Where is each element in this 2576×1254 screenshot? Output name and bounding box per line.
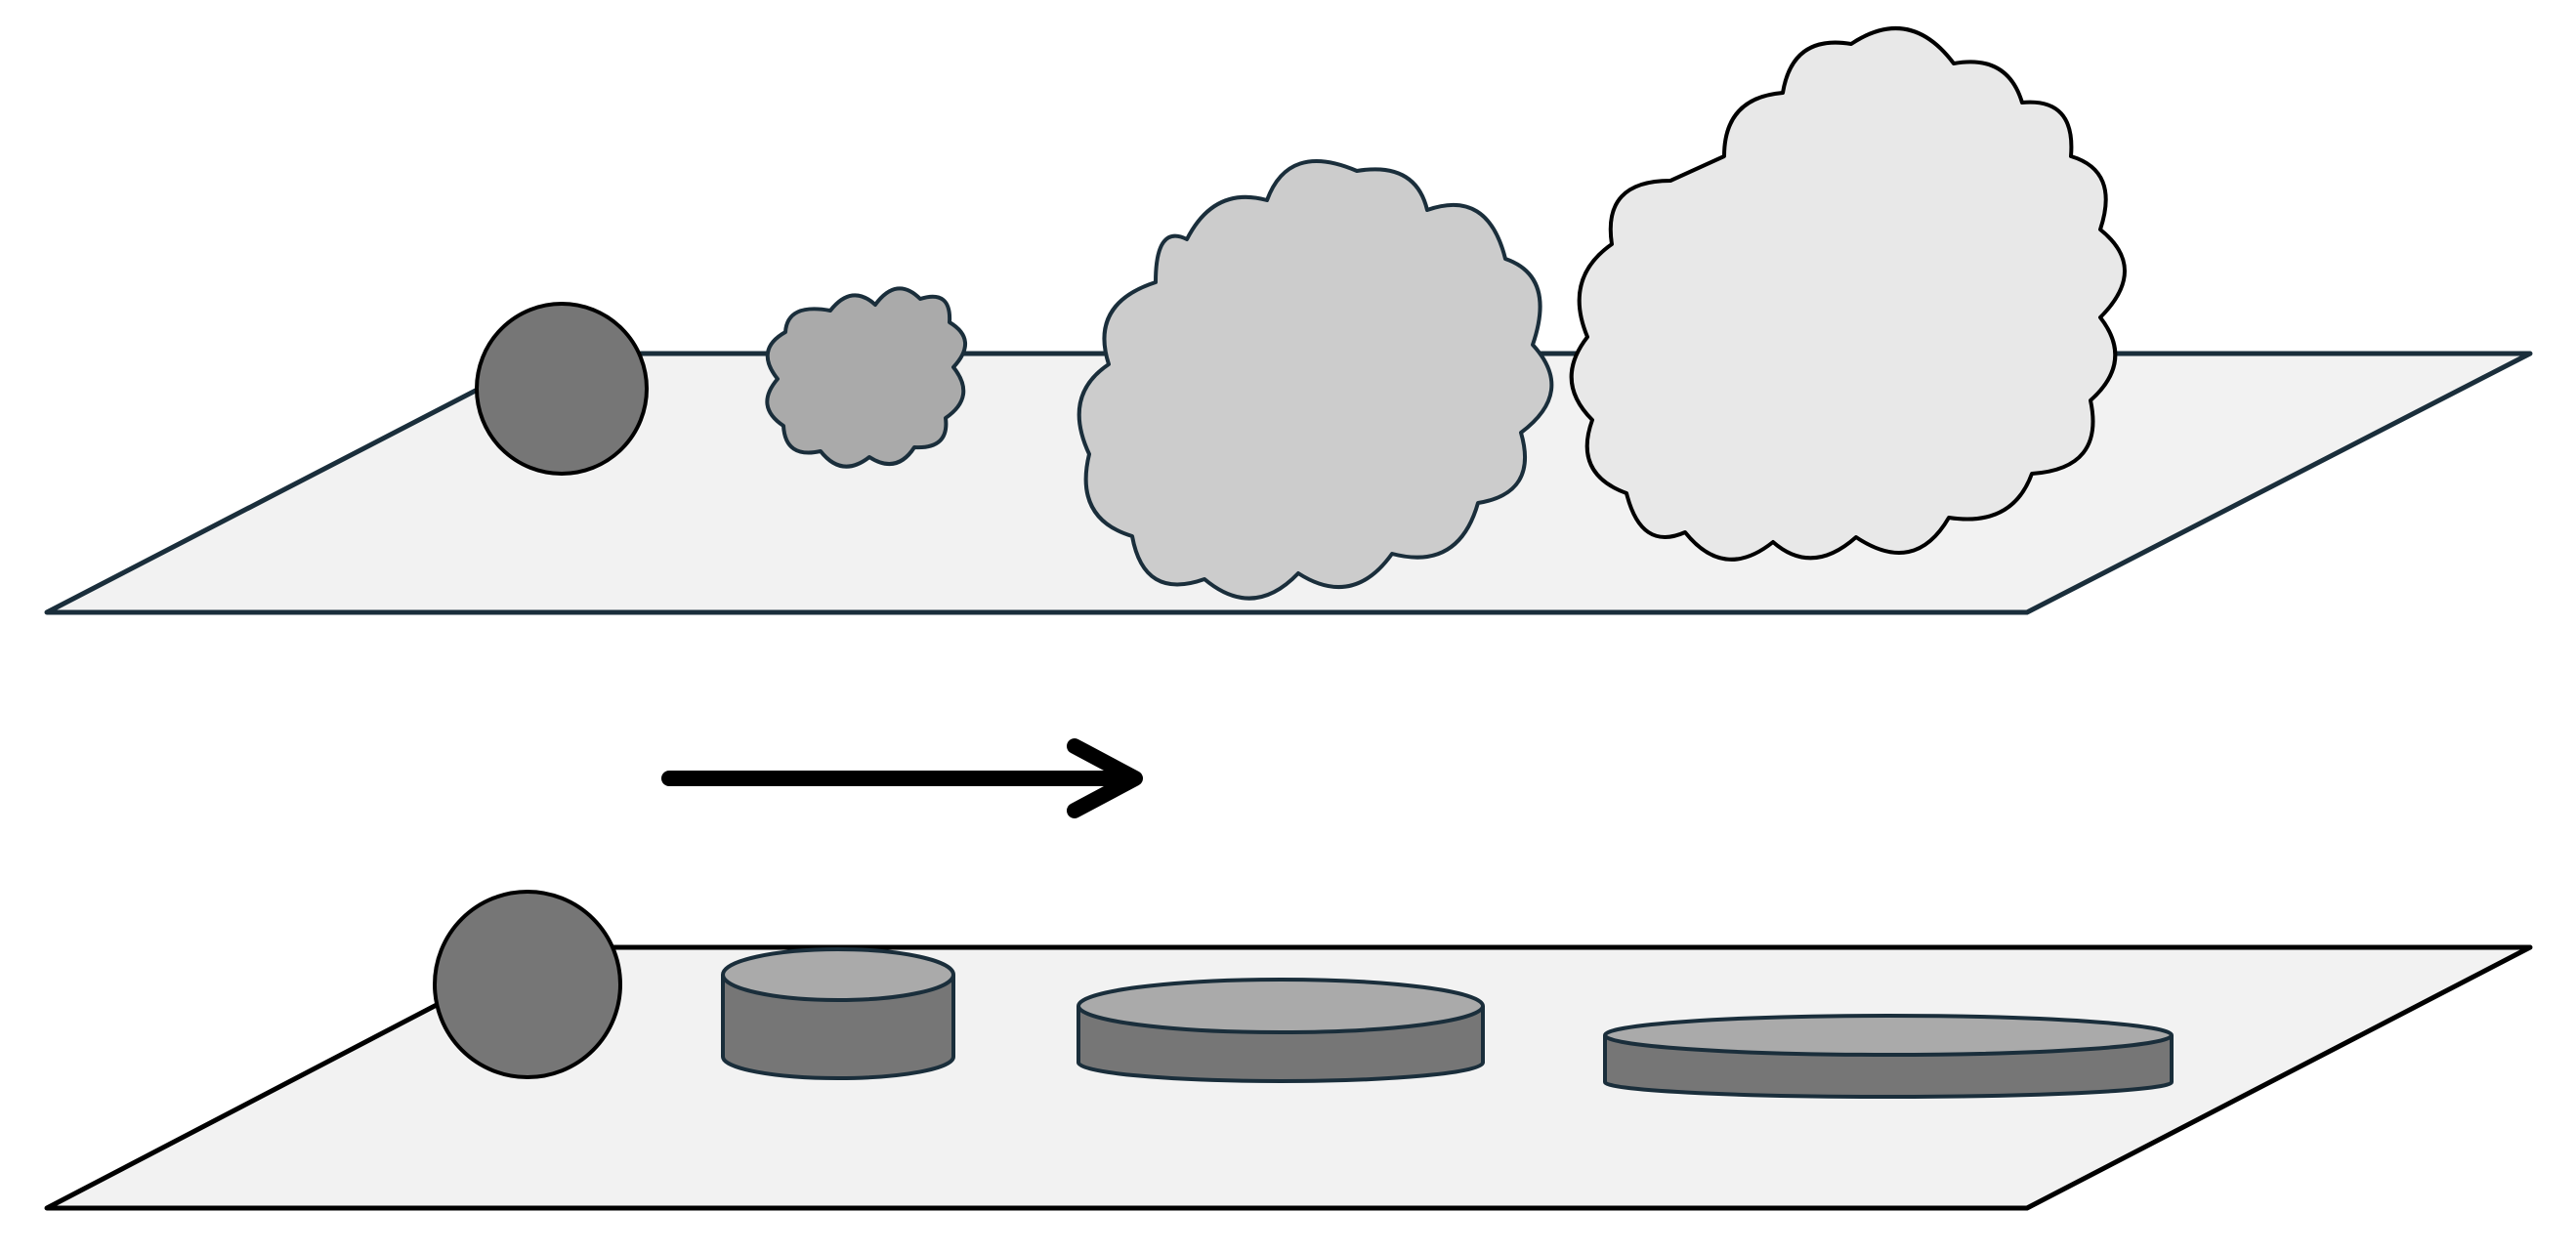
top-panel (44, 26, 2533, 615)
cloud-medium (1077, 159, 1554, 601)
bottom-panel (44, 890, 2533, 1211)
disk-large-top (1603, 1014, 2174, 1057)
disk-medium-top (1077, 978, 1485, 1034)
process-arrow (661, 738, 1143, 818)
arrow-head-icon (1067, 738, 1143, 818)
disk-medium (1077, 978, 1485, 1083)
bottom-sphere (433, 890, 622, 1079)
top-sphere (475, 302, 649, 476)
cloud-small (765, 286, 968, 469)
disk-large (1603, 1014, 2174, 1099)
disk-small (721, 947, 955, 1080)
disk-small-top (721, 947, 955, 1002)
cloud-large (1569, 26, 2127, 562)
